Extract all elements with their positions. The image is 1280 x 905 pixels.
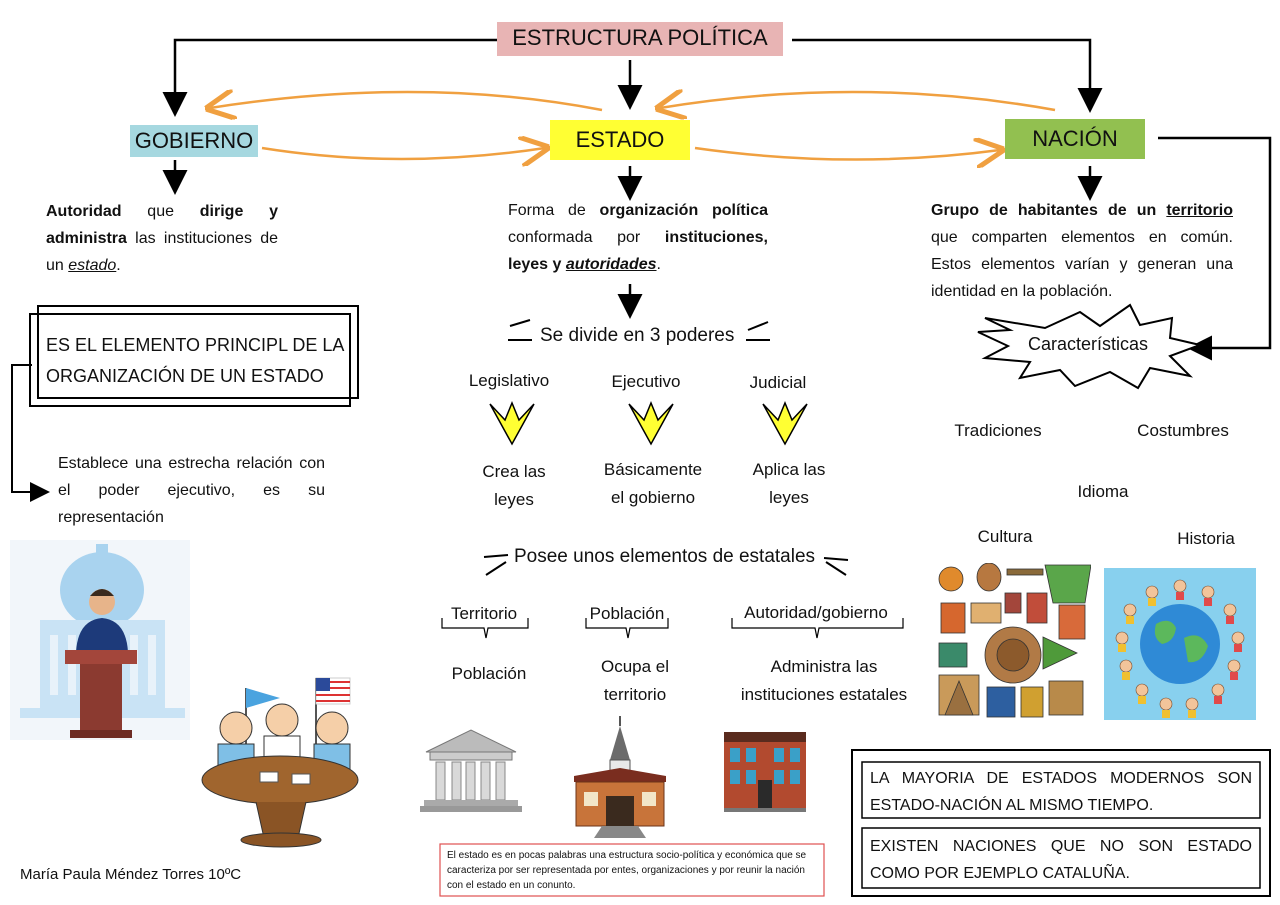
elemento-autoridad-label: Autoridad/gobierno bbox=[744, 603, 888, 622]
arrow-title-gobierno bbox=[162, 38, 497, 117]
chevron-legislativo bbox=[489, 401, 535, 446]
institution-illustration bbox=[724, 732, 806, 812]
chevron-ejecutivo bbox=[628, 401, 674, 446]
elemento-territorio-desc: Población bbox=[451, 664, 527, 683]
elemento-territorio-label: Territorio bbox=[450, 604, 518, 623]
gobierno-def-italic: estado bbox=[68, 257, 117, 274]
nacion-definition: Grupo de habitantes de un territorio que… bbox=[931, 197, 1233, 305]
gobierno-def-term: Autoridad bbox=[46, 203, 122, 220]
gobierno-box-outer bbox=[37, 305, 359, 399]
church-illustration bbox=[574, 716, 666, 838]
world-illustration bbox=[1104, 568, 1256, 720]
culture-collage bbox=[938, 563, 1091, 718]
meeting-illustration bbox=[201, 677, 359, 848]
gobierno-definition: Autoridad que dirige y administra las in… bbox=[46, 198, 278, 279]
poder-ejecutivo-label: Ejecutivo bbox=[611, 372, 681, 391]
estado-note: El estado es en pocas palabras una estru… bbox=[447, 850, 807, 891]
nacion-def-bold: Grupo de habitantes de un bbox=[931, 202, 1167, 219]
arrow-estado-gobierno bbox=[210, 92, 603, 110]
elementos-heading: Posee unos elementos de estatales bbox=[514, 546, 816, 567]
poder-judicial-label: Judicial bbox=[749, 373, 807, 392]
gobierno-box-inner bbox=[29, 313, 351, 407]
poder-ejecutivo-desc: Básicamente el gobierno bbox=[603, 460, 703, 507]
caracteristica-costumbres: Costumbres bbox=[1137, 421, 1229, 440]
node-gobierno: GOBIERNO bbox=[130, 125, 258, 157]
fact-1: LA MAYORIA DE ESTADOS MODERNOS SON ESTAD… bbox=[870, 770, 1252, 814]
brace-territorio bbox=[441, 618, 529, 639]
estado-def-end: . bbox=[656, 256, 661, 273]
elemento-poblacion-desc: Ocupa el territorio bbox=[600, 657, 670, 704]
estado-def-bold2: instituciones, leyes y bbox=[508, 229, 768, 273]
nacion-def-underline: territorio bbox=[1166, 202, 1233, 219]
gobierno-relation: Establece una estrecha relación con el p… bbox=[58, 455, 325, 526]
arrow-nacion-caracteristicas bbox=[1158, 136, 1272, 361]
gobierno-def-text2: las instituciones de un bbox=[46, 230, 278, 274]
fact-2: EXISTEN NACIONES QUE NO SON ESTADO COMO … bbox=[870, 838, 1252, 882]
poder-legislativo-label: Legislativo bbox=[468, 371, 550, 390]
note-box bbox=[439, 843, 825, 897]
brace-poblacion bbox=[585, 618, 669, 639]
bank-illustration bbox=[420, 729, 522, 812]
starburst-shape bbox=[977, 303, 1204, 390]
facts-box-2 bbox=[861, 827, 1261, 889]
poder-legislativo-desc: Crea las leyes bbox=[482, 462, 546, 509]
speaker-illustration bbox=[10, 540, 190, 740]
caracteristica-idioma: Idioma bbox=[1077, 482, 1129, 501]
node-nacion: NACIÓN bbox=[1005, 119, 1145, 159]
arrow-nacion-estado bbox=[660, 92, 1056, 110]
poderes-heading: Se divide en 3 poderes bbox=[540, 325, 735, 346]
elemento-poblacion-label: Población bbox=[589, 604, 665, 623]
estado-definition: Forma de organización política conformad… bbox=[508, 197, 768, 278]
arrow-title-nacion bbox=[792, 38, 1103, 113]
chevron-judicial bbox=[762, 401, 808, 446]
caracteristica-cultura: Cultura bbox=[977, 527, 1033, 546]
gobierno-def-text: que bbox=[121, 203, 200, 220]
facts-box-1 bbox=[861, 761, 1261, 819]
arrow-gobierno-estado bbox=[261, 148, 545, 159]
estado-def-text2: conformada por bbox=[508, 229, 665, 246]
caracteristica-historia: Historia bbox=[1177, 529, 1235, 548]
node-estado: ESTADO bbox=[550, 120, 690, 160]
facts-outer-box bbox=[851, 749, 1271, 897]
arrow-box-relation bbox=[11, 364, 50, 502]
arrow-estado-nacion bbox=[694, 148, 1000, 160]
elemento-autoridad-desc: Administra las instituciones estatales bbox=[740, 657, 908, 704]
estado-def-text: Forma de bbox=[508, 202, 600, 219]
page-title: ESTRUCTURA POLÍTICA bbox=[497, 22, 783, 56]
gobierno-statement: ES EL ELEMENTO PRINCIPL DE LA ORGANIZACI… bbox=[46, 335, 344, 386]
caracteristicas-heading: Características bbox=[1028, 334, 1149, 354]
gobierno-def-end: . bbox=[116, 257, 121, 274]
brace-autoridad bbox=[731, 618, 904, 639]
poder-judicial-desc: Aplica las leyes bbox=[752, 460, 826, 507]
caracteristica-tradiciones: Tradiciones bbox=[954, 421, 1042, 440]
gobierno-def-bold: dirige y administra bbox=[46, 203, 279, 247]
author-credit: María Paula Méndez Torres 10ºC bbox=[20, 866, 242, 883]
estado-def-italic: autoridades bbox=[565, 256, 657, 273]
estado-def-bold: organización política bbox=[599, 202, 768, 219]
nacion-def-text: que comparten elementos en común. Estos … bbox=[931, 229, 1233, 300]
